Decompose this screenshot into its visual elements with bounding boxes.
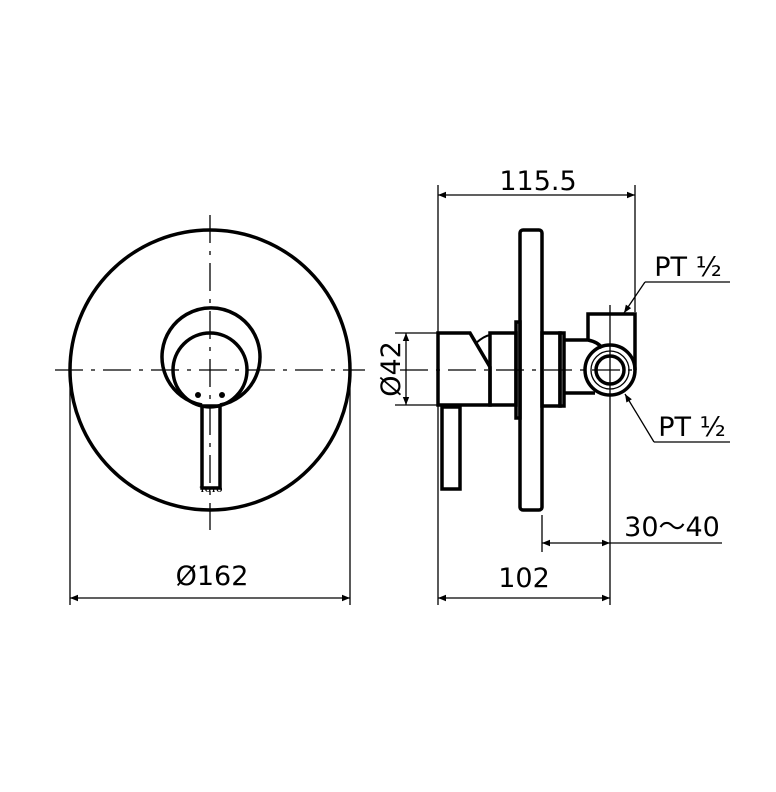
handle-curve (475, 334, 491, 344)
valve-ring (558, 331, 566, 408)
leader-bottom (624, 393, 655, 443)
dim-body-diameter: Ø42 (376, 341, 407, 397)
label-outlet-top: PT ½ (654, 252, 722, 283)
side-lever (440, 405, 462, 491)
dim-faceplate-diameter: Ø162 (176, 561, 249, 592)
indicator-dot-right (219, 392, 225, 398)
front-view: TOTO (55, 215, 365, 530)
toto-logo: TOTO (200, 485, 223, 494)
side-view (400, 228, 640, 605)
indicator-dot-left (195, 392, 201, 398)
label-outlet-bottom: PT ½ (658, 412, 726, 443)
handle-body (436, 331, 492, 407)
dim-wall-range: 30～40 (624, 512, 720, 543)
dim-body-depth: 102 (498, 563, 550, 594)
leader-top (623, 281, 646, 314)
dimensions: 115.5 Ø162 102 30～40 Ø42 PT ½ PT ½ (69, 166, 730, 605)
dim-overall-depth: 115.5 (499, 166, 576, 197)
handle-ring-outer (160, 306, 262, 407)
cartridge-sleeve (488, 331, 518, 407)
handle-lever (200, 404, 222, 490)
